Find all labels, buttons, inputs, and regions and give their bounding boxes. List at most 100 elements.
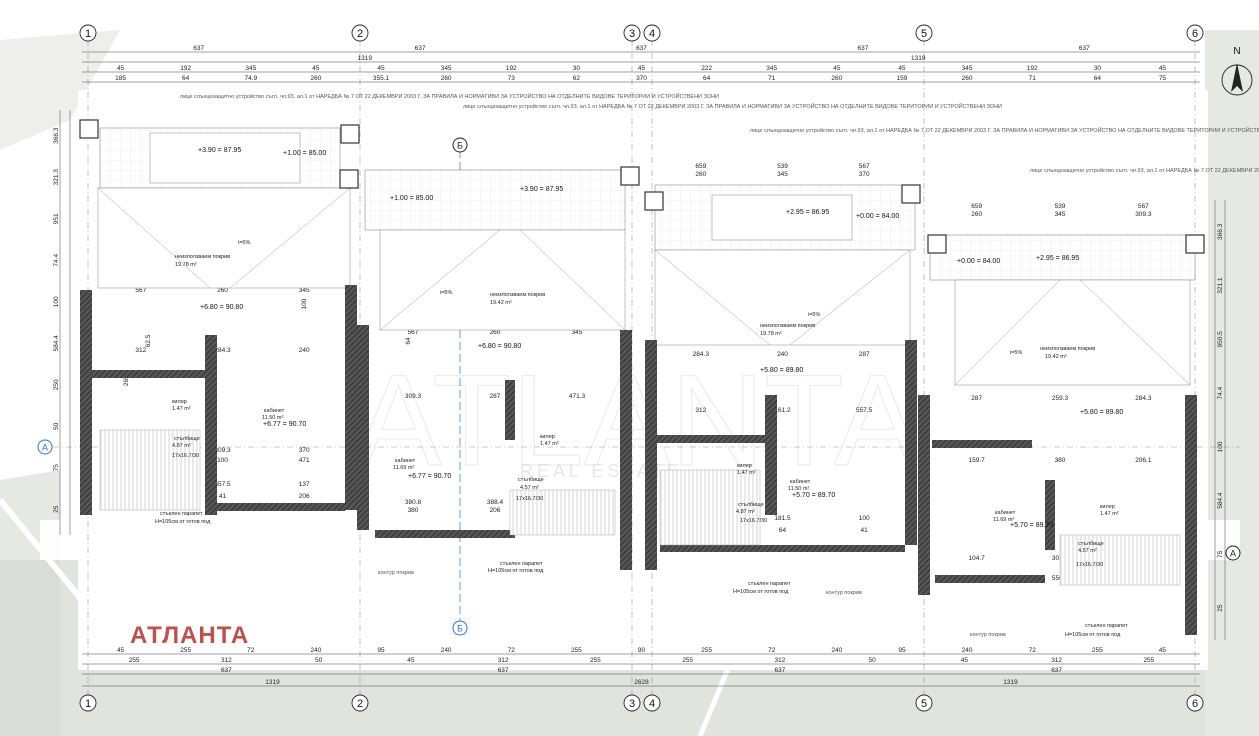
elev-4c: +5.80 = 89.80 — [1080, 409, 1123, 416]
parapet-h-3: Н=105см от готов под — [733, 589, 789, 595]
unit-1-vdim: 100 — [301, 298, 308, 309]
slope-2: i=5% — [440, 290, 452, 296]
bottom-dim-detail: 72 — [508, 647, 516, 654]
axis-3-bottom: 3 — [629, 698, 635, 710]
roof-label-3: неизползваем покрив — [760, 323, 815, 329]
bottom-dim-1319: 1319 — [265, 679, 280, 686]
left-dim: 584.4 — [53, 335, 60, 352]
wall-2-right — [620, 330, 632, 570]
roof-label-1: неизползваем покрив — [175, 254, 230, 260]
watermark-main: ATLANTA — [355, 347, 921, 493]
unit-4-dim: 345 — [1055, 211, 1066, 218]
bottom-dim-detail: 255 — [1092, 647, 1103, 654]
unit-3-dim: 284.3 — [693, 351, 710, 358]
roof-1 — [97, 187, 351, 289]
planter-3 — [711, 194, 853, 241]
top-dim-detail-2: 260 — [831, 75, 842, 82]
slope-1: i=5% — [238, 240, 250, 246]
unit-1-dim: 370 — [299, 447, 310, 454]
elev-2a: +1.00 = 85.00 — [390, 195, 433, 202]
roof-label-4: неизползваем покрив — [1040, 346, 1095, 352]
bottom-dim-detail-2: 255 — [1143, 657, 1154, 664]
unit-2-dim: 287 — [490, 393, 501, 400]
unit-2-dim: 260 — [490, 329, 501, 336]
roof-area-2: 19.42 m² — [490, 300, 512, 306]
unit-3-dim: 659 — [695, 163, 706, 170]
bottom-dim-detail-2: 50 — [869, 657, 877, 664]
top-dim-637: 637 — [1079, 45, 1090, 52]
unit-1-dim: 206 — [299, 493, 310, 500]
bottom-dim-detail: 255 — [701, 647, 712, 654]
compass-north-label: N — [1233, 46, 1240, 57]
elev-1d: +6.77 = 90.70 — [263, 421, 306, 428]
unit-2-dim: 206 — [490, 507, 501, 514]
roof-2 — [379, 229, 626, 331]
elev-3c: +5.80 = 89.80 — [760, 367, 803, 374]
left-dim: 366.3 — [53, 127, 60, 144]
planter-1 — [149, 132, 301, 184]
unit-1-dim: 137 — [299, 481, 310, 488]
office-area-3: 11.50 m² — [788, 486, 809, 492]
wall-4-right — [1185, 395, 1197, 635]
stair-steps-1: 17x16.7/30 — [172, 453, 199, 459]
axis-6-bottom: 6 — [1192, 698, 1198, 710]
top-dim-detail-2: 260 — [310, 75, 321, 82]
wall-3-right — [905, 340, 917, 545]
parapet-label-3: стъклен парапет — [748, 581, 791, 587]
bottom-dim-detail: 240 — [831, 647, 842, 654]
office-area-4: 11.69 m² — [993, 517, 1014, 523]
top-dim-detail: 222 — [701, 65, 712, 72]
roof-area-3: 19.78 m² — [760, 331, 782, 337]
column-3b — [901, 184, 921, 204]
unit-2: неизползваем покрив 19.42 m² +1.00 = 85.… — [339, 102, 1002, 576]
axis-4-bottom: 4 — [649, 698, 655, 710]
top-dim-detail-2: 71 — [768, 75, 776, 82]
wall-3-h — [657, 435, 765, 443]
bottom-dim-detail: 95 — [898, 647, 906, 654]
top-dim-detail-2: 71 — [1029, 75, 1037, 82]
terrace-2 — [364, 169, 626, 231]
section-a-marker-right: A — [1225, 545, 1241, 561]
closet-area-4: 1.47 m² — [1100, 511, 1119, 517]
right-dim: 25 — [1217, 604, 1224, 612]
office-label-1: кабинет — [264, 408, 285, 414]
left-dim: 951 — [53, 213, 60, 224]
bottom-dim-detail: 240 — [962, 647, 973, 654]
right-dim: 75 — [1217, 550, 1224, 558]
bottom-dim-detail: 45 — [1159, 647, 1167, 654]
unit-3-dim: 260 — [695, 171, 706, 178]
top-dim-detail: 192 — [180, 65, 191, 72]
bottom-dim-detail: 90 — [638, 647, 646, 654]
bottom-dim-detail-2: 312 — [1051, 657, 1062, 664]
office-area-1: 11.50 m² — [262, 415, 283, 421]
parapet-label-4: стъклен парапет — [1085, 623, 1128, 629]
column-1a — [79, 119, 99, 139]
unit-4-dim: 567 — [1138, 203, 1149, 210]
unit-2-dim: 388.4 — [487, 499, 504, 506]
unit-1-dim: 41 — [219, 493, 227, 500]
sun-note-1: лице слънцезащитно устройство съгл. чл.9… — [180, 92, 719, 100]
elev-4d: +5.70 = 89.70 — [1010, 522, 1053, 529]
elev-1a: +3.90 = 87.95 — [198, 147, 241, 154]
bottom-dim-detail-2: 50 — [315, 657, 323, 664]
parapet-h-4: Н=105см от готов под — [1065, 632, 1121, 638]
top-dim-637: 637 — [636, 45, 647, 52]
axis-1-bottom: 1 — [85, 698, 91, 710]
wall-4-h — [932, 440, 1032, 448]
left-dim: 321.3 — [53, 169, 60, 186]
site-path-line — [0, 498, 93, 612]
bottom-dim-detail-2: 312 — [221, 657, 232, 664]
wall-1-right — [345, 285, 357, 510]
unit-4-dim: 260 — [971, 211, 982, 218]
north-arrow-icon — [1231, 63, 1243, 92]
roof-area-1: 19.78 m² — [175, 262, 197, 268]
unit-2-dim: 345 — [572, 329, 583, 336]
unit-3-dim: 287 — [859, 351, 870, 358]
parapet-label-1: стъклен парапет — [160, 511, 203, 517]
stair-label-3: стълбище — [738, 502, 764, 508]
column-4a — [927, 234, 947, 254]
stair-2 — [509, 489, 616, 536]
stair-label-4: стълбище — [1078, 541, 1104, 547]
top-axis-markers: 1 2 3 4 5 6 — [79, 24, 1204, 42]
